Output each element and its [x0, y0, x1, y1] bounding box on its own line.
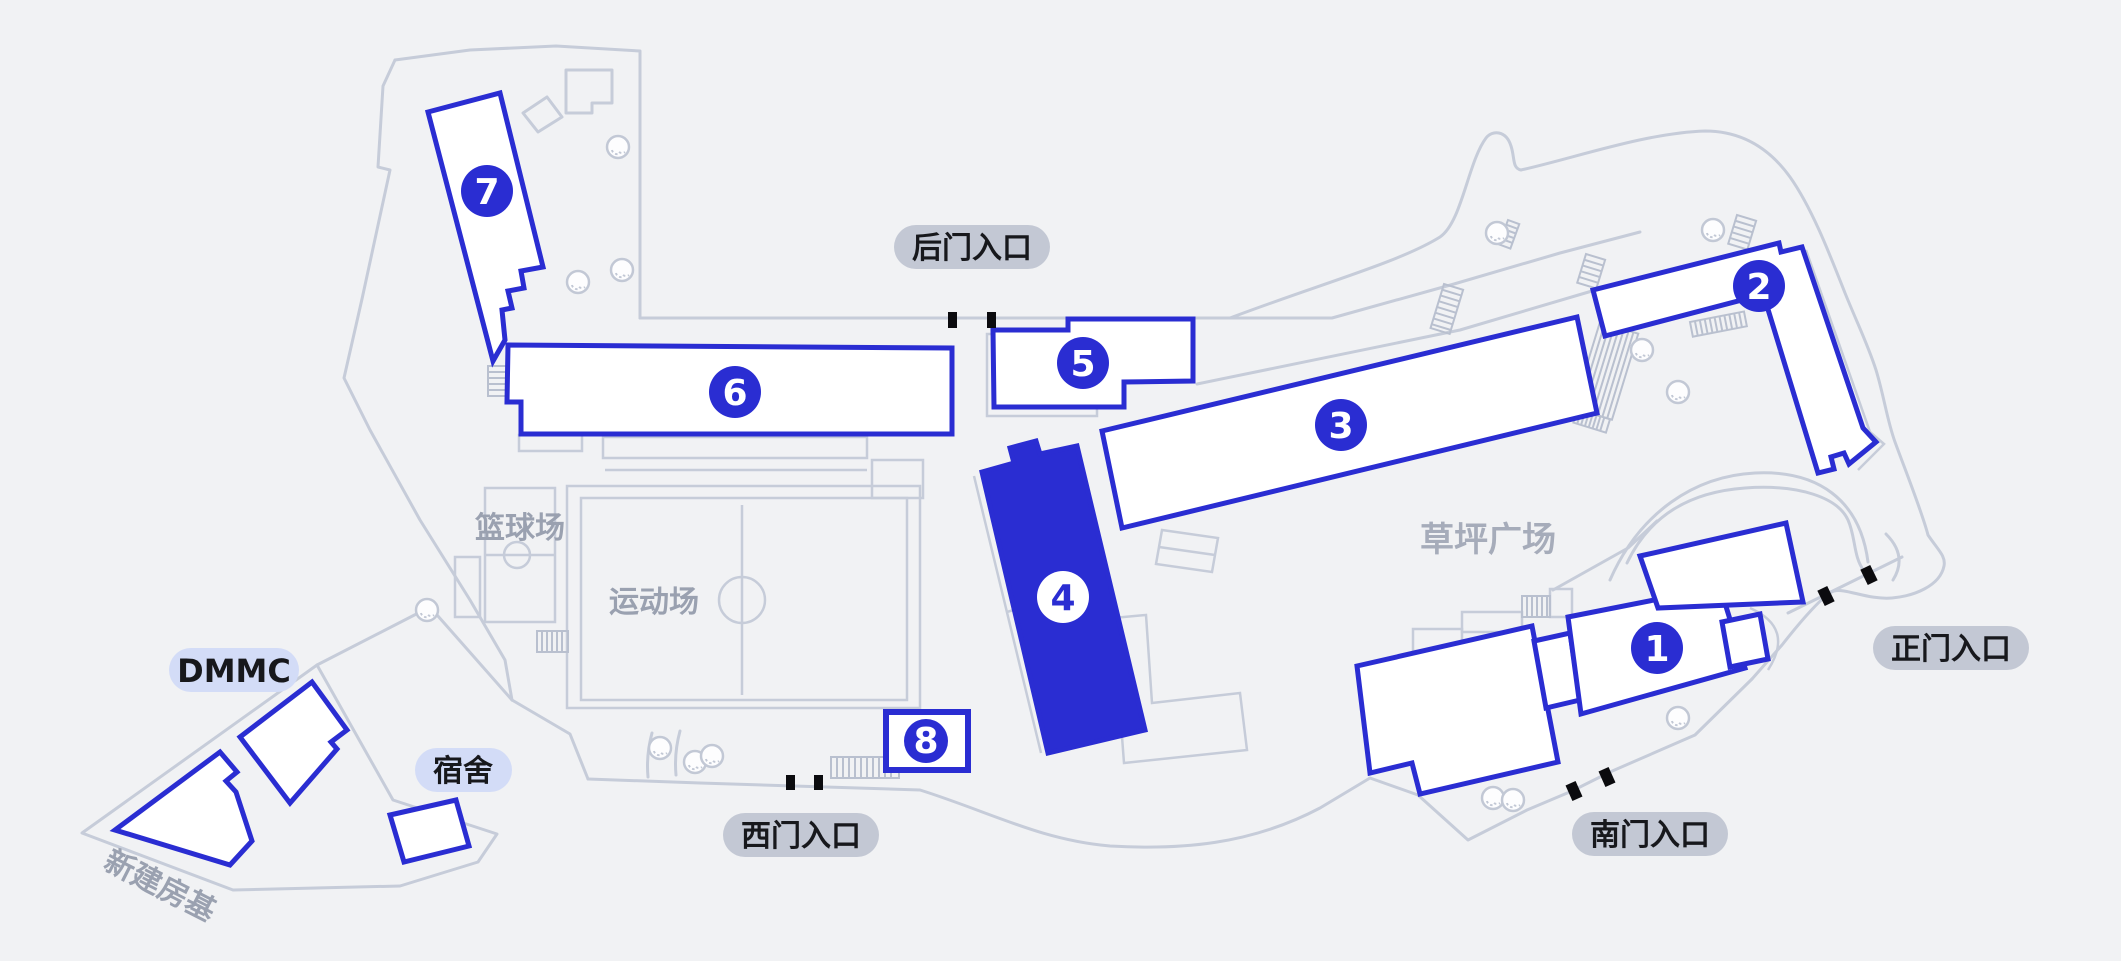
dormitory-label: 宿舍 — [415, 748, 512, 792]
path-to-west-gate — [646, 729, 682, 779]
stairs-ne-road — [1429, 282, 1465, 336]
badge-number: 7 — [474, 172, 499, 213]
building-badges: 1 2 3 4 5 6 7 8 — [461, 165, 1785, 763]
back-entrance-label: 后门入口 — [894, 225, 1050, 269]
platform-below-building6 — [601, 435, 869, 460]
south-entrance-label: 南门入口 — [1572, 812, 1728, 856]
building2-shadow — [1804, 249, 1886, 471]
lawn-platform-1 — [1460, 610, 1524, 634]
tree-icon — [1500, 787, 1526, 813]
plaza-structure-small — [1154, 528, 1220, 574]
badge-number: 2 — [1746, 267, 1771, 308]
road-loop-inner — [1625, 485, 1866, 573]
badge-building-4[interactable]: 4 — [1037, 571, 1089, 623]
stairs-building2-left — [1575, 252, 1607, 290]
sports-field-center-circle — [717, 575, 767, 625]
entrance-labels: 后门入口 正门入口 南门入口 西门入口 DMMC 宿舍 — [169, 225, 2029, 857]
tree-icon — [647, 735, 673, 761]
main-gate-marker — [1817, 585, 1835, 607]
boundary-west — [342, 58, 514, 702]
field-ne-structure — [870, 458, 925, 500]
basketball-court-circle — [502, 540, 532, 570]
badge-building-7[interactable]: 7 — [461, 165, 513, 217]
south-gate-marker — [1598, 766, 1616, 788]
west-entrance-label: 西门入口 — [723, 813, 879, 857]
stairs-field-west — [536, 630, 569, 653]
lawn-plaza-label: 草坪广场 — [1420, 520, 1556, 560]
tree-icon — [1629, 337, 1655, 363]
back-gate-marker — [987, 312, 996, 328]
badge-number: 3 — [1328, 406, 1353, 447]
west-gate-marker — [786, 775, 795, 790]
badge-building-1[interactable]: 1 — [1631, 622, 1683, 674]
badge-building-8[interactable]: 8 — [904, 719, 948, 763]
back-entrance-text: 后门入口 — [912, 231, 1032, 266]
small-building-nw — [521, 95, 564, 134]
badge-number: 6 — [722, 373, 747, 414]
road-northeast-lower — [1195, 289, 1594, 386]
tree-icon — [414, 597, 440, 623]
road-main-gate-hook — [1884, 532, 1901, 582]
badge-number: 5 — [1070, 344, 1095, 385]
court-side-structure — [453, 555, 482, 619]
sports-field-inner — [579, 496, 909, 702]
stairs-building2-top — [1726, 213, 1758, 251]
west-entrance-text: 西门入口 — [741, 819, 861, 854]
road-north-of-building1 — [1551, 519, 1659, 592]
main-entrance-text: 正门入口 — [1891, 632, 2011, 667]
boundary-south — [586, 677, 1754, 849]
boundary-southwest — [510, 698, 590, 781]
tree-icon — [565, 269, 591, 295]
tree-icon — [1484, 220, 1510, 246]
dmmc-building-south[interactable] — [109, 748, 255, 868]
sports-field-label: 运动场 — [609, 585, 699, 620]
stairs-building2-bottom — [1688, 310, 1749, 338]
south-gate-marker — [1565, 780, 1583, 802]
south-entrance-text: 南门入口 — [1590, 818, 1710, 853]
building-1-west-wing[interactable] — [1354, 622, 1561, 797]
l-building-nw — [564, 68, 614, 115]
badge-number: 4 — [1050, 578, 1075, 619]
road-loop-outer — [1608, 471, 1870, 582]
boundary-dmmc-area — [80, 663, 499, 892]
boundary-east — [1228, 129, 1946, 681]
tree-icon — [605, 134, 631, 160]
building-1-north-wing[interactable] — [1636, 520, 1807, 611]
dmmc-building-north[interactable] — [236, 678, 351, 807]
badge-number: 8 — [913, 721, 938, 762]
main-entrance-label: 正门入口 — [1873, 626, 2029, 670]
building-1-east-annex[interactable] — [1719, 611, 1771, 670]
stairs-lawn — [1521, 595, 1551, 618]
gate-markers — [786, 312, 1878, 802]
building-7[interactable] — [424, 89, 547, 368]
main-gate-marker — [1860, 564, 1878, 586]
back-gate-marker — [948, 312, 957, 328]
tree-icon — [1480, 785, 1506, 811]
tree-icon — [699, 743, 725, 769]
road-main-gate — [1786, 555, 1904, 615]
badge-building-5[interactable]: 5 — [1057, 337, 1109, 389]
dormitory-text: 宿舍 — [433, 754, 493, 789]
basketball-court-label: 篮球场 — [475, 511, 565, 546]
boundary-northwest — [393, 44, 642, 320]
sports-field-outer — [565, 484, 922, 710]
west-gate-marker — [814, 775, 823, 790]
tree-icon — [1700, 217, 1726, 243]
dmmc-text: DMMC — [177, 652, 291, 690]
tree-icon — [1665, 379, 1691, 405]
badge-building-6[interactable]: 6 — [709, 366, 761, 418]
gray-structures — [453, 68, 1886, 779]
tree-icon — [1665, 705, 1691, 731]
dmmc-label: DMMC — [169, 648, 299, 692]
dormitory-building[interactable] — [386, 797, 473, 865]
plaza-structure-l — [1111, 613, 1249, 765]
badge-building-3[interactable]: 3 — [1315, 399, 1367, 451]
badge-number: 1 — [1644, 629, 1669, 670]
badge-building-2[interactable]: 2 — [1733, 260, 1785, 312]
tree-icon — [609, 257, 635, 283]
